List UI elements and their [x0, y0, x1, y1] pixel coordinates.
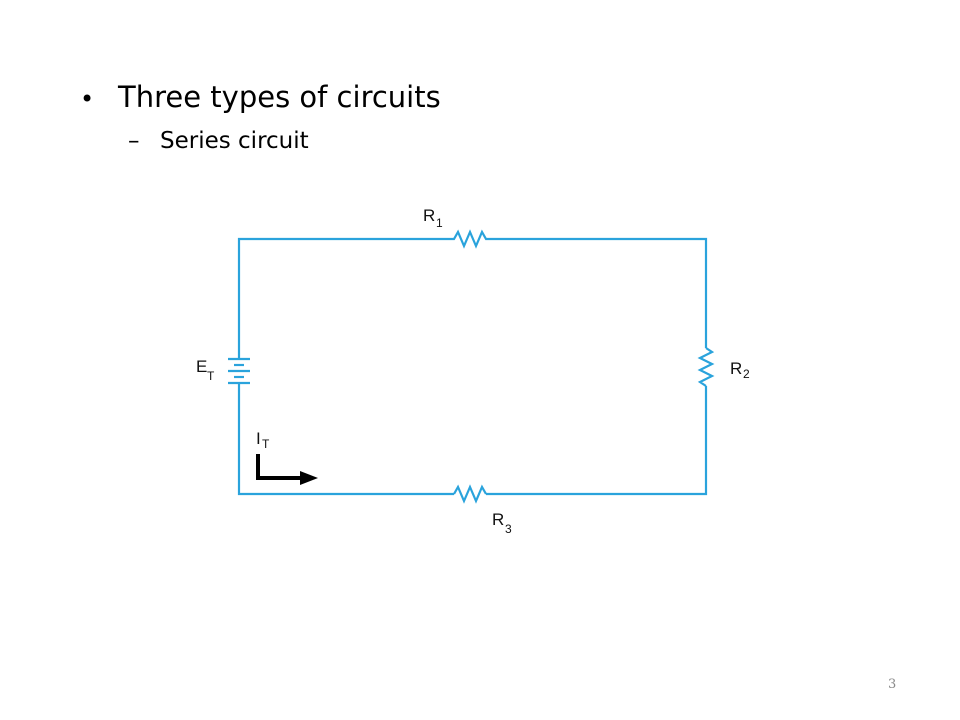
r1-label: R — [423, 206, 435, 225]
sub-bullet-marker: – — [128, 128, 140, 154]
bullet-text: Three types of circuits — [118, 80, 441, 114]
battery-symbol — [228, 357, 250, 385]
sub-bullet-text: Series circuit — [160, 128, 309, 154]
r3-subscript: 3 — [505, 522, 512, 536]
page-number: 3 — [888, 677, 897, 692]
sub-bullet-item: – Series circuit — [128, 125, 309, 157]
r3-label: R — [492, 510, 504, 529]
wire-top — [237, 229, 708, 359]
current-label: I — [256, 429, 261, 448]
r2-label: R — [730, 359, 742, 378]
bullet-marker: • — [80, 85, 95, 113]
resistor-r2 — [697, 347, 715, 387]
source-subscript: T — [207, 369, 215, 383]
r1-subscript: 1 — [436, 216, 443, 230]
source-label: E — [196, 357, 207, 376]
current-subscript: T — [262, 437, 270, 451]
bullet-item: • Three types of circuits — [80, 78, 441, 118]
wire-bottom-left — [237, 384, 454, 496]
r2-subscript: 2 — [743, 367, 750, 381]
current-arrow — [256, 454, 318, 485]
wire-right — [486, 386, 708, 496]
resistor-r3 — [453, 484, 487, 504]
